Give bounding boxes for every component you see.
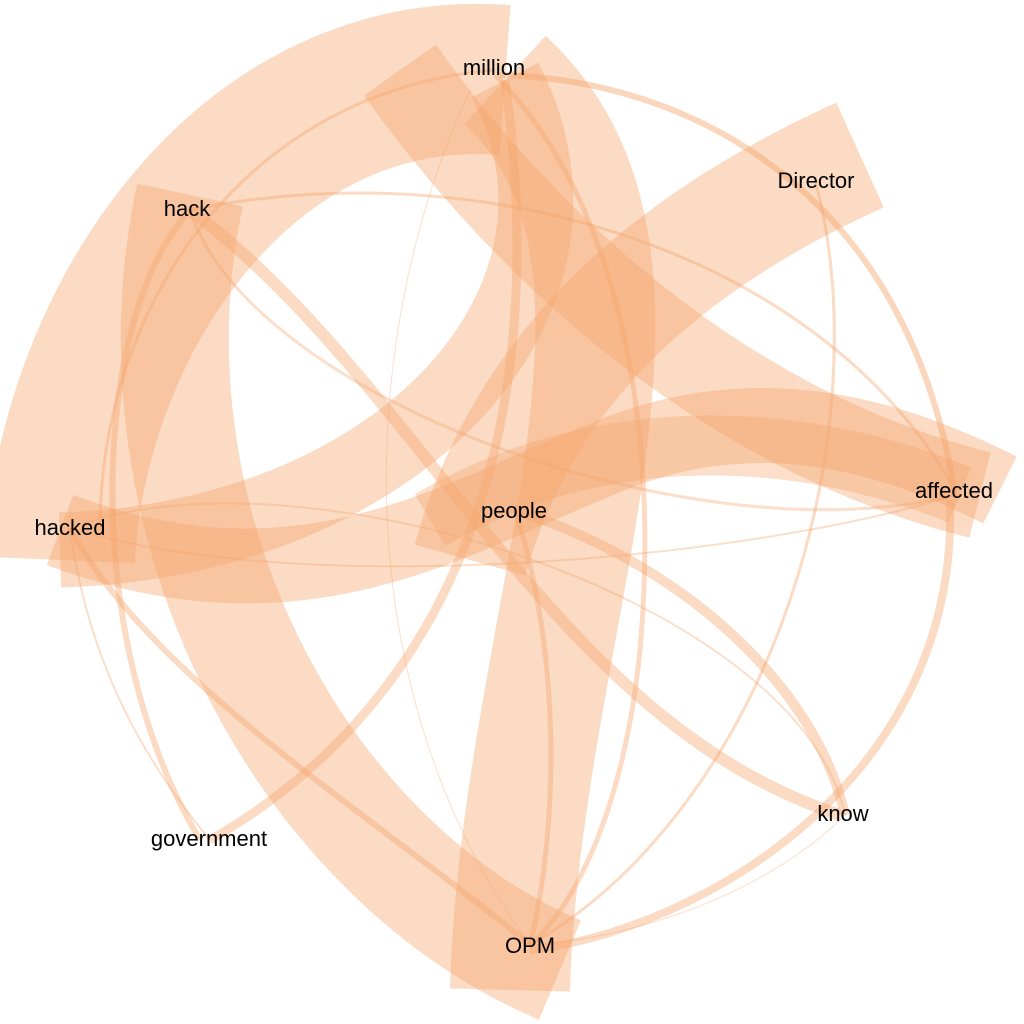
node-hack: hack (164, 196, 211, 221)
edge-million-affected-arc (499, 72, 958, 496)
edge-million-opm-thin (385, 89, 531, 946)
edge-director-people (414, 102, 884, 576)
edge-hacked-affected (46, 388, 1017, 604)
edge-people-opm (512, 509, 554, 946)
edge-hack-opm (120, 183, 582, 1020)
node-opm: OPM (505, 933, 555, 958)
edge-hack-hacked (109, 207, 203, 842)
edge-hacked-government (69, 527, 211, 841)
node-government: government (151, 826, 267, 851)
edge-people-know (513, 505, 850, 817)
edge-hack-affected (189, 191, 957, 491)
edge-million-hacked (58, 62, 574, 588)
node-affected: affected (915, 478, 993, 503)
edge-affected-opm (529, 499, 955, 954)
edge-million-affected (364, 44, 991, 538)
edge-hack-opm-thin (188, 209, 956, 512)
edge-hacked-million (0, 3, 511, 565)
node-label-layer: million Director hack affected people ha… (35, 55, 993, 958)
edge-director-opm (529, 179, 836, 947)
node-hacked: hacked (35, 515, 106, 540)
edge-hack-know (186, 205, 842, 821)
node-people: people (481, 498, 547, 523)
edge-hacked-opm (67, 526, 532, 948)
edge-million-opm (450, 35, 656, 992)
edge-people-affected (414, 415, 972, 546)
edge-know-opm (529, 814, 846, 946)
node-know: know (817, 801, 868, 826)
node-million: million (463, 55, 525, 80)
edge-layer (0, 3, 1017, 1020)
edge-affected-hacked (69, 494, 956, 568)
edge-million-hacked-arc (98, 68, 496, 531)
edge-million-government (207, 79, 522, 844)
edge-million-people (493, 73, 648, 947)
edge-hacked-know (69, 502, 846, 816)
node-director: Director (777, 168, 854, 193)
